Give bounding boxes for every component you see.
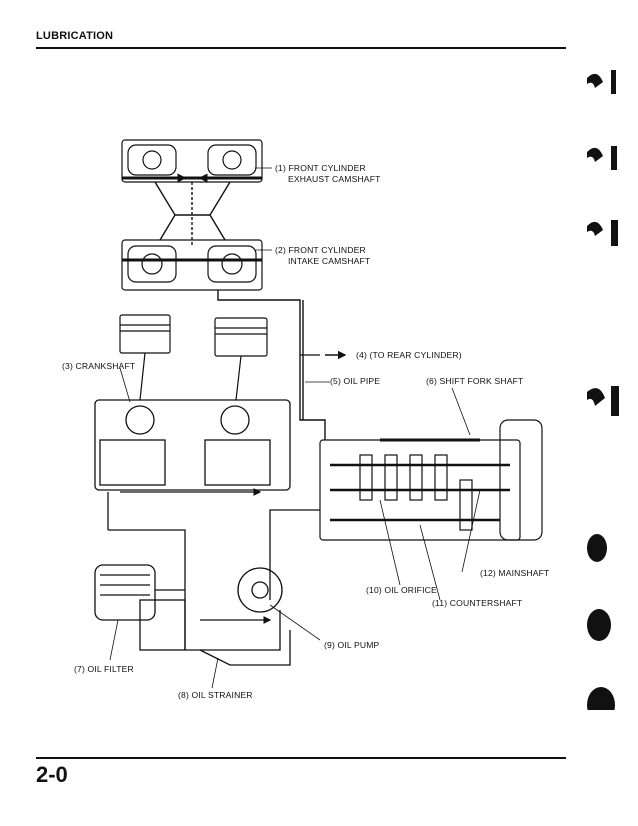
page-number: 2-0 bbox=[36, 762, 68, 787]
oil-pump-strainer bbox=[139, 509, 320, 666]
label-crankshaft: (3) CRANKSHAFT bbox=[62, 361, 136, 371]
label-shift-fork-shaft: (6) SHIFT FORK SHAFT bbox=[426, 376, 524, 386]
transmission bbox=[319, 419, 543, 541]
label-oil-orifice: (10) OIL ORIFICE bbox=[366, 585, 437, 595]
leader-lines bbox=[109, 167, 481, 689]
oil-filter bbox=[94, 564, 185, 621]
head-oil-passages bbox=[154, 181, 231, 245]
label-oil-pipe: (5) OIL PIPE bbox=[330, 376, 381, 386]
oil-line-upper bbox=[217, 290, 347, 440]
pistons bbox=[119, 314, 268, 401]
label-oil-pump: (9) OIL PUMP bbox=[324, 640, 380, 650]
label-to-rear-cylinder: (4) (TO REAR CYLINDER) bbox=[356, 350, 462, 360]
label-mainshaft: (12) MAINSHAFT bbox=[480, 568, 550, 578]
crankcase bbox=[94, 399, 291, 570]
label-front-exhaust-camshaft-line2: EXHAUST CAMSHAFT bbox=[288, 174, 381, 184]
intake-camshaft-assembly bbox=[121, 239, 263, 291]
label-front-intake-camshaft-line1: (2) FRONT CYLINDER bbox=[275, 245, 366, 255]
label-front-exhaust-camshaft-line1: (1) FRONT CYLINDER bbox=[275, 163, 366, 173]
footer-rule bbox=[36, 757, 566, 759]
page-section-title: LUBRICATION bbox=[36, 30, 114, 42]
label-countershaft: (11) COUNTERSHAFT bbox=[432, 598, 523, 608]
label-front-intake-camshaft-line2: INTAKE CAMSHAFT bbox=[288, 256, 371, 266]
label-oil-filter: (7) OIL FILTER bbox=[74, 664, 134, 674]
exhaust-camshaft-assembly bbox=[121, 139, 263, 183]
header-rule bbox=[36, 47, 566, 49]
index-tab-marks bbox=[587, 70, 619, 710]
label-oil-strainer: (8) OIL STRAINER bbox=[178, 690, 253, 700]
